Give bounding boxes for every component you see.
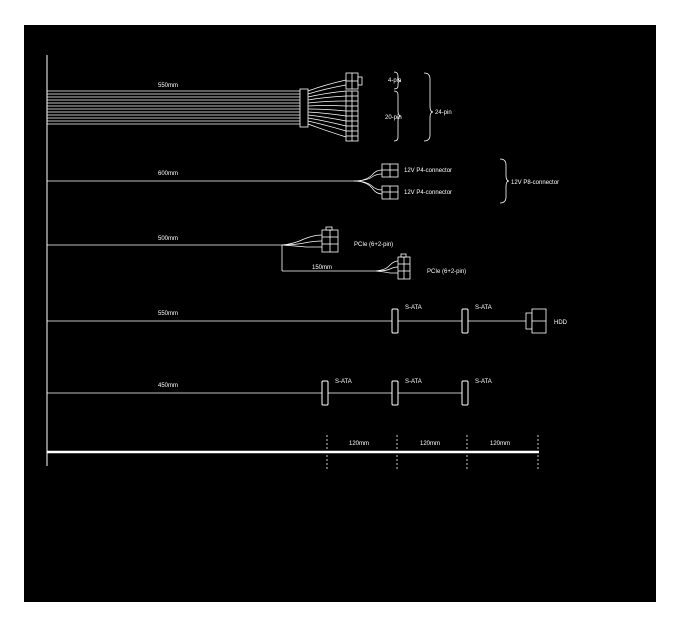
atx-fanout-wires (307, 79, 347, 138)
diagram-panel: 550mm 4-pin 20-pin 24-pin 600mm 12V P4-c… (24, 25, 656, 602)
atx-sleeve (299, 88, 309, 128)
pcie-connector-1 (321, 226, 339, 253)
pcie-connector-1-label: PCIe (6+2-pin) (354, 242, 393, 248)
scale-segment-1-label: 120mm (349, 441, 369, 447)
eps-connector-1 (381, 163, 399, 178)
hdd-label: HDD (554, 320, 568, 326)
atx-20pin-connector (345, 90, 359, 142)
sata-connector-3-label: S-ATA (475, 379, 492, 385)
atx-cable: 550mm 4-pin 20-pin 24-pin (47, 71, 452, 142)
eps-branch-upper-2 (353, 173, 383, 182)
pcie-branch-length-label: 150mm (312, 265, 332, 271)
pcie-fan-6 (375, 270, 398, 274)
pcie-length-label: 500mm (158, 236, 178, 242)
atx-4pin-brace (393, 71, 402, 90)
atx-20pin-label: 20-pin (385, 115, 402, 121)
scale-ticks (326, 435, 539, 469)
cable-diagram: 550mm 4-pin 20-pin 24-pin 600mm 12V P4-c… (46, 55, 568, 469)
atx-4pin-label: 4-pin (388, 78, 401, 84)
scale-segment-2-label: 120mm (420, 441, 440, 447)
scale-segment-3-label: 120mm (490, 441, 510, 447)
atx-20pin-brace (393, 90, 402, 142)
pcie-connector-2-label: PCIe (6+2-pin) (427, 269, 466, 275)
sata-connector-1-label: S-ATA (335, 379, 352, 385)
eps-p8-brace (499, 158, 510, 204)
eps-branch-lower (353, 180, 383, 191)
sata-hdd-connector-2-label: S-ATA (475, 305, 492, 311)
sata-connector-3 (461, 380, 469, 406)
atx-wire-bundle (47, 90, 302, 125)
sata-connector-2-label: S-ATA (405, 379, 422, 385)
eps-length-label: 600mm (158, 171, 178, 177)
eps-p8-label: 12V P8-connector (511, 180, 559, 186)
sata-hdd-connector-2 (461, 308, 469, 334)
sata-hdd-connector-1 (391, 308, 399, 334)
atx-4pin-connector (345, 72, 363, 90)
pcie-fan-2 (281, 240, 323, 246)
atx-24pin-brace (423, 72, 434, 142)
sata-cable: 450mm S-ATA S-ATA S-ATA (47, 379, 492, 406)
hdd-molex-connector (525, 308, 547, 334)
sata-hdd-length-label: 550mm (158, 311, 178, 317)
pcie-fan-4 (375, 260, 399, 272)
pcie-fan-3 (281, 244, 322, 248)
sata-connector-2 (391, 380, 399, 406)
eps-cable: 600mm 12V P4-connector 12V P4-connector … (47, 158, 559, 204)
pcie-fan-5 (375, 266, 399, 272)
eps-connector-2-label: 12V P4-connector (404, 190, 452, 196)
sata-length-label: 450mm (158, 383, 178, 389)
pcie-cable: 500mm PCIe (6+2-pin) 150mm PCIe (6+2-pin… (47, 226, 466, 280)
sata-connector-1 (321, 380, 329, 406)
eps-connector-1-label: 12V P4-connector (404, 168, 452, 174)
pcie-connector-2 (397, 253, 411, 280)
pcie-fan-1 (281, 234, 323, 246)
eps-connector-2 (381, 185, 399, 200)
atx-length-label: 550mm (158, 83, 178, 89)
sata-hdd-connector-1-label: S-ATA (405, 305, 422, 311)
atx-24pin-label: 24-pin (435, 110, 452, 116)
scale-bar: 120mm 120mm 120mm (47, 435, 539, 469)
eps-branch-lower-2 (353, 180, 383, 195)
sata-hdd-cable: 550mm S-ATA S-ATA HDD (47, 305, 568, 334)
